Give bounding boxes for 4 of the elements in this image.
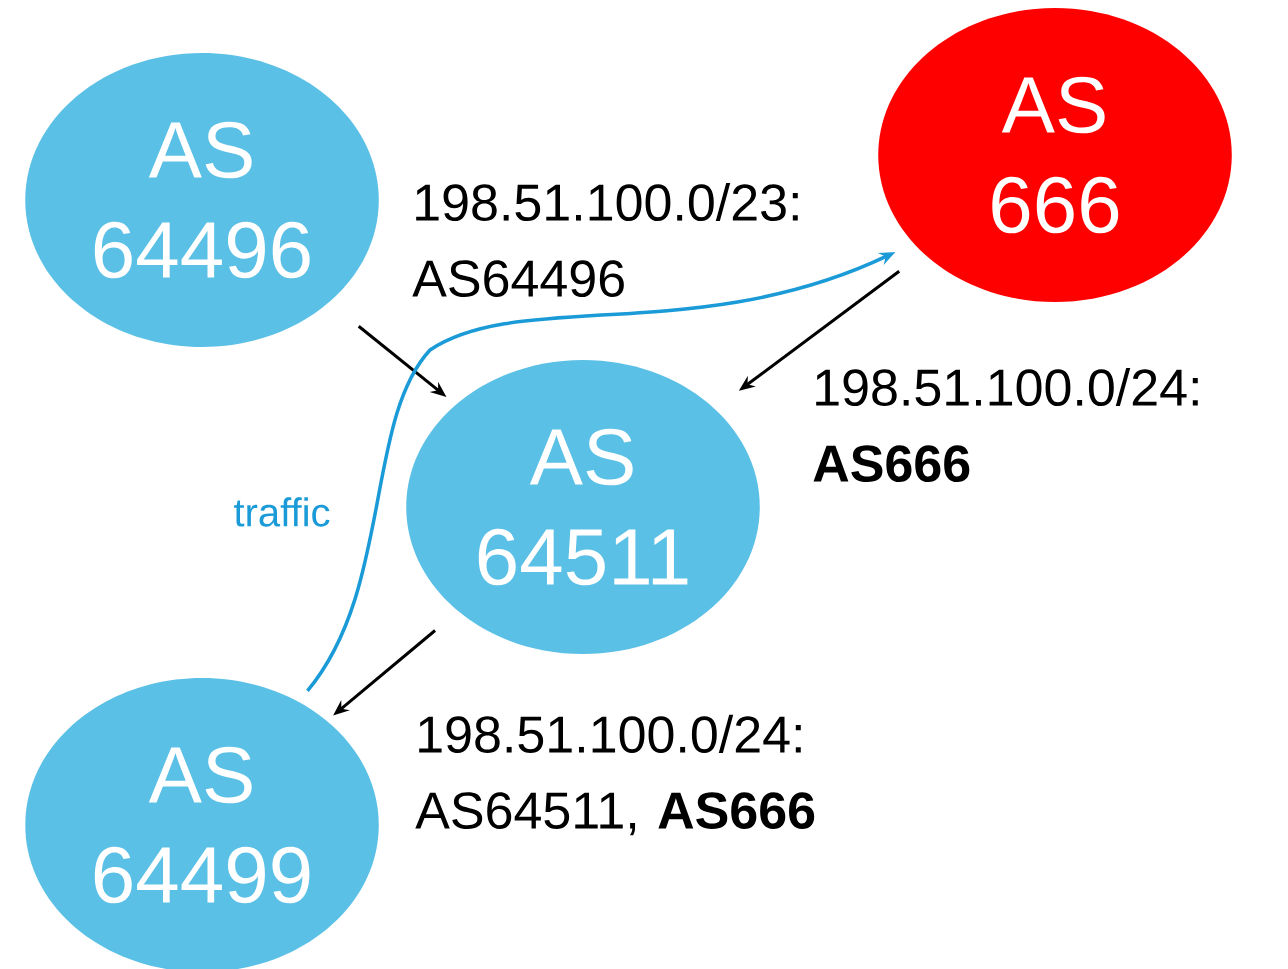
route-annotation: 198.51.100.0/24: AS666 [813, 367, 1198, 483]
route-annotation: 198.51.100.0/24: AS64511, AS666 [415, 714, 815, 836]
edge-label: traffic [231, 495, 333, 529]
route-annotation: 198.51.100.0/23: AS64496 [412, 182, 798, 298]
